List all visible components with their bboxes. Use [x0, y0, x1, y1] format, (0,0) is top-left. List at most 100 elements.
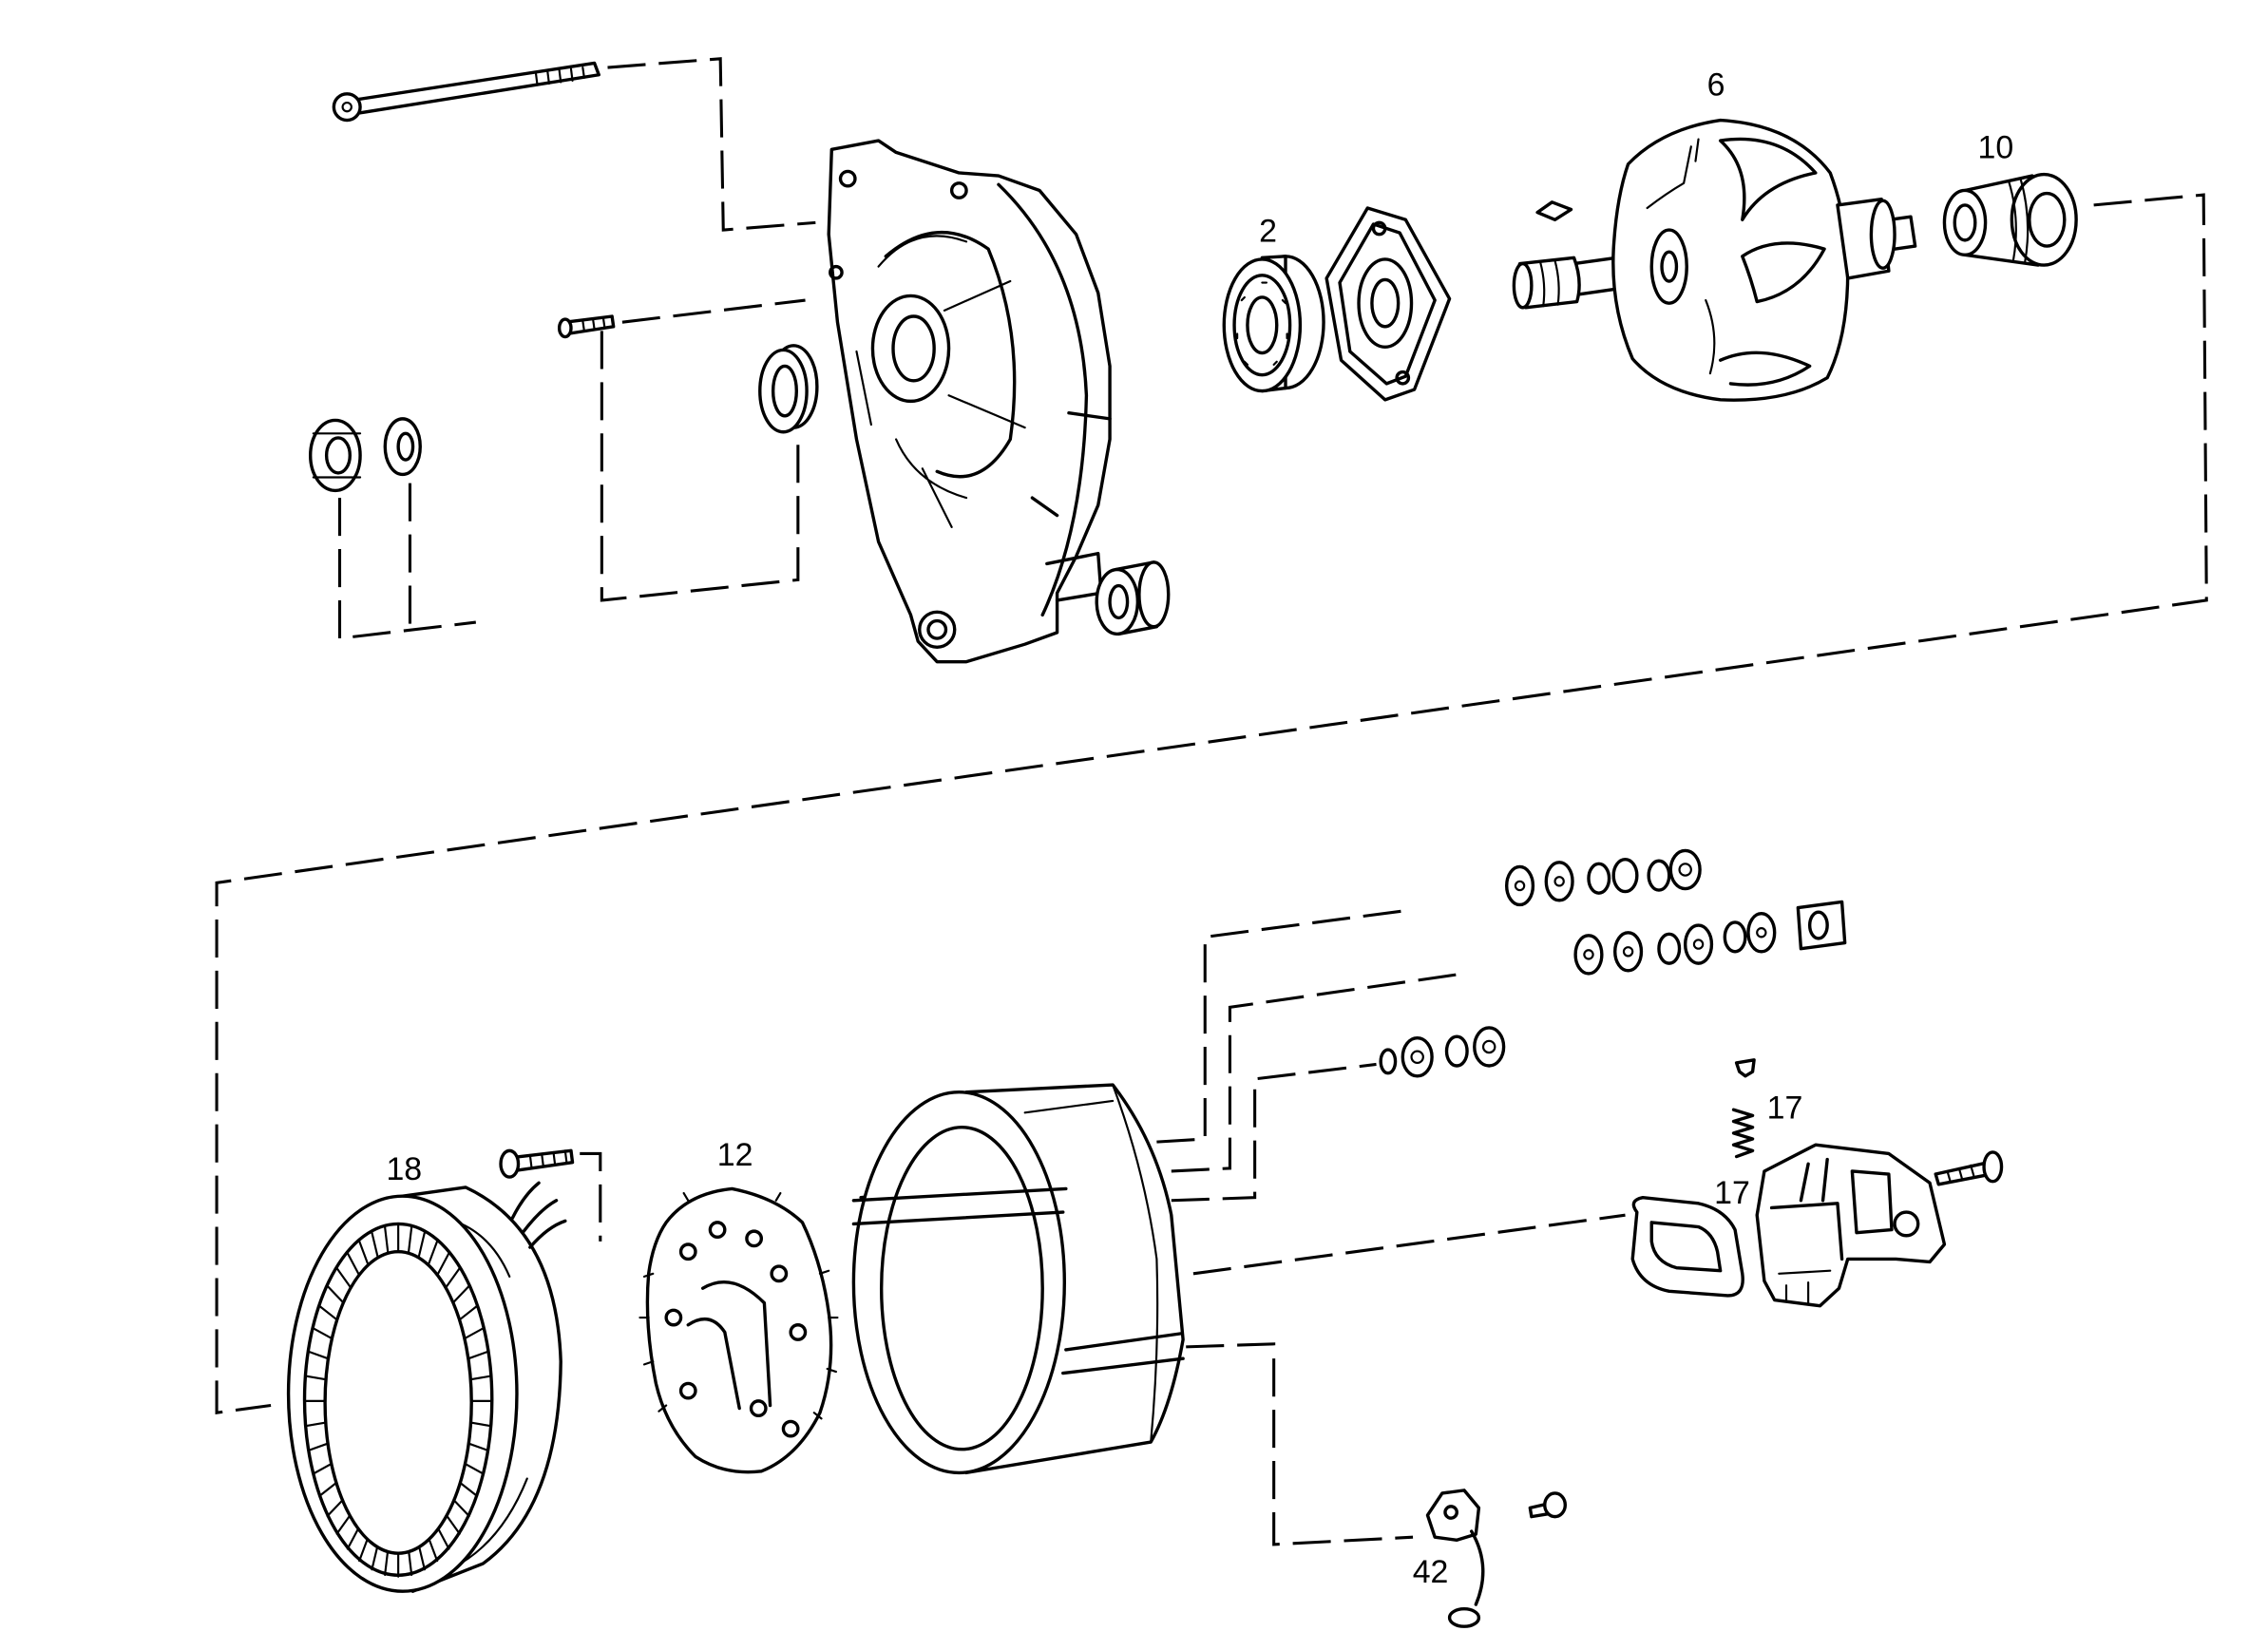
regulator-outline [1755, 1143, 1947, 1308]
housing-ribs [1023, 1083, 1159, 1444]
rotor-slip-ring-face [1512, 261, 1534, 310]
voltage-regulator [1755, 1143, 1947, 1308]
shield-rim [997, 182, 1089, 617]
rotor-key [1535, 200, 1573, 221]
label-part-2: 2 [1259, 213, 1277, 249]
leader-bolt-to-shield [607, 57, 816, 232]
bearing-retainer-plate [1325, 206, 1452, 402]
leader-housing-part42 [1186, 1342, 1414, 1546]
rotor [1512, 118, 1917, 402]
leader-nuts [337, 498, 477, 640]
washer [1573, 934, 1604, 976]
nut-hole [1410, 1050, 1424, 1064]
label-part-17-spring: 17 [1767, 1090, 1803, 1126]
leader-screw-to-seal [600, 331, 800, 602]
stator-screw-head [499, 1148, 521, 1179]
washer-set-upper [1504, 848, 1702, 907]
rotor-claw-middle [1741, 241, 1826, 304]
washer-hole [1514, 880, 1526, 892]
regulator-screw [1934, 1150, 2004, 1186]
leader-main-loop [215, 193, 2208, 1414]
rotor-rear-hub-face [1869, 199, 1896, 270]
shield-mount-boss [918, 610, 957, 649]
label-part-42: 42 [1413, 1554, 1449, 1590]
nut-hole [1756, 927, 1767, 939]
rotor-claw-upper [1718, 137, 1818, 221]
bearing-rear-back-inner [2028, 191, 2067, 248]
rectifier-inner-plate [686, 1280, 772, 1411]
nut [1611, 858, 1639, 894]
label-part-10: 10 [1978, 130, 2014, 166]
lock-washer [1723, 920, 1747, 954]
label-part-12: 12 [717, 1137, 753, 1173]
shield-mount-hole [926, 618, 948, 640]
lock-washer [1657, 932, 1682, 965]
rotor-claw-lower [1718, 351, 1812, 387]
shield-hole-top [949, 181, 968, 199]
seal-bore [771, 364, 798, 418]
bolt-shaft [353, 61, 600, 115]
stator-screw [499, 1148, 575, 1179]
shield-window [884, 231, 1017, 479]
washer-hole [1622, 946, 1634, 958]
bushing [1095, 560, 1171, 636]
regulator-terminals [1778, 1269, 1832, 1304]
bearing-front-balls [1236, 281, 1288, 366]
bushing-front [1095, 567, 1140, 636]
bearing-rear-grooves [2008, 178, 2030, 264]
lock-washer [1587, 862, 1611, 895]
ball-bearing-front [1222, 255, 1325, 393]
washer-hole [1553, 876, 1565, 887]
plate-bore-inner [1370, 277, 1401, 329]
nut [1746, 912, 1777, 954]
small-screw-thread [581, 316, 606, 332]
nut-hole [1692, 939, 1705, 950]
small-screw-head [557, 317, 573, 339]
rectifier-outline [645, 1186, 833, 1474]
washer-set-middle [1573, 900, 1847, 976]
stator-leads [510, 1181, 567, 1249]
leader-housing-washers-3 [1171, 1062, 1377, 1203]
capacitor-nut [1543, 1491, 1568, 1519]
stator-teeth [303, 1223, 493, 1578]
regulator-screw-thread [1946, 1164, 1975, 1183]
rectifier-edge-teeth [638, 1191, 839, 1420]
plate-hole-top [1371, 220, 1387, 237]
part-labels: 6 10 2 17 17 18 12 42 [386, 66, 2013, 1590]
leader-screw-to-shield [621, 298, 806, 324]
washer [1544, 861, 1574, 902]
bearing-rear-bore [1953, 203, 1977, 242]
nut-large-inner [324, 436, 352, 475]
hex-nut-hole [1678, 863, 1692, 877]
drive-end-shield [827, 139, 1112, 664]
plate-inner-edge [1338, 222, 1437, 386]
capacitor-bracket [1425, 1489, 1481, 1542]
bolt-head-center [341, 101, 353, 113]
washer [1504, 864, 1535, 907]
hex-nut [1668, 848, 1702, 891]
interference-capacitor [1425, 1489, 1568, 1628]
diode [678, 1242, 697, 1261]
stator [286, 1181, 567, 1593]
capacitor-bracket-hole [1443, 1505, 1458, 1520]
terminal-nut [1796, 900, 1847, 951]
nut-large-outer [308, 418, 362, 493]
leader-lines [215, 57, 2208, 1546]
washer-set-lower [1379, 1026, 1506, 1078]
shield-outline [827, 139, 1112, 664]
washer-hole [1583, 949, 1594, 960]
spring-coil [1731, 1108, 1755, 1159]
bolt-head [332, 92, 362, 123]
shield-spokes [855, 235, 1026, 528]
shield-bore-inner [891, 314, 936, 383]
nut-large [308, 418, 362, 493]
brush-holder-spring [1731, 1058, 1756, 1159]
nut [1683, 923, 1714, 965]
bolt-thread [534, 66, 585, 86]
diode [770, 1264, 789, 1283]
rotor-claw-edges [1646, 138, 1716, 375]
nut-hole [1481, 1039, 1496, 1054]
bushing-bore [1108, 583, 1130, 620]
shield-hole-left [829, 264, 844, 280]
